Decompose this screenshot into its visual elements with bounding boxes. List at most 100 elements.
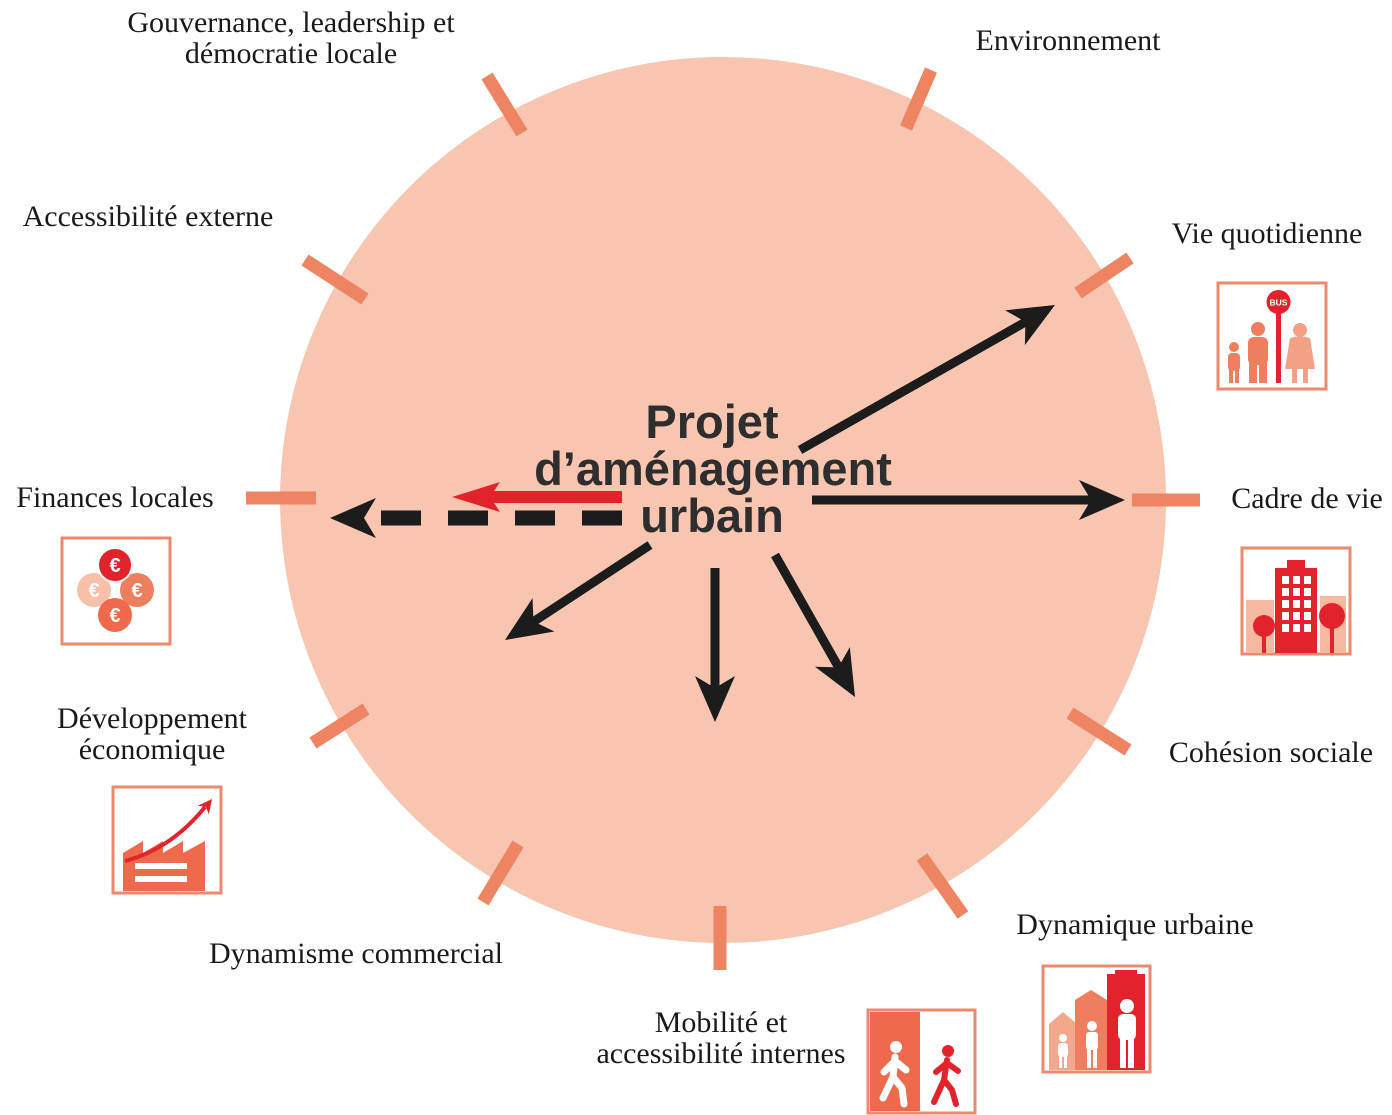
tree-trunk (1262, 634, 1266, 653)
arrow-head (814, 647, 855, 697)
man-head (1251, 322, 1265, 336)
woman-dress (1285, 336, 1315, 369)
window (1282, 600, 1289, 608)
arrow-to-vie-quotidienne (797, 305, 1055, 454)
coin-top (97, 547, 133, 583)
label-gouvernance-line-2: démocratie locale (185, 37, 397, 70)
arrow-head (505, 598, 555, 640)
arrow-to-cadre-de-vie (812, 480, 1125, 520)
label-gouvernance-line-1: Gouvernance, leadership et (127, 6, 455, 39)
arrow-head (1079, 480, 1125, 520)
walker-red (931, 1045, 961, 1107)
label-dynamisme-commercial: Dynamisme commercial (209, 937, 503, 970)
person-body (1118, 1014, 1136, 1040)
tick-accessibilite-externe (301, 254, 369, 305)
euro-symbol: € (131, 580, 142, 602)
walker-leg (879, 1073, 897, 1102)
child-leg (1235, 369, 1239, 383)
center-title-line-1: Projet (645, 395, 779, 448)
tick-developpement-economique (309, 703, 370, 749)
arrow-head (1005, 305, 1055, 346)
person-leg (1120, 1038, 1126, 1068)
tick-cohesion-sociale (1066, 707, 1132, 756)
label-vie-quotidienne: Vie quotidienne (1172, 217, 1363, 250)
arrow-head (695, 676, 735, 722)
person-body (1058, 1043, 1068, 1057)
tower-windows (1282, 576, 1311, 632)
person-leg (1059, 1055, 1062, 1068)
person-medium (1086, 1021, 1098, 1068)
project-circle (280, 57, 1166, 943)
buildings-people-icon (1041, 964, 1152, 1074)
person-leg (1093, 1048, 1097, 1068)
tree-trunk (1330, 626, 1334, 653)
center-title-line-2: d’aménagement (534, 442, 892, 495)
label-finances-locales: Finances locales (16, 481, 213, 514)
tree-crown (1253, 615, 1275, 637)
person-head (1059, 1034, 1067, 1042)
walker-leg (889, 1073, 908, 1108)
factory-growth-icon (111, 785, 223, 895)
tick-environnement (900, 67, 937, 131)
coin-bottom (98, 598, 132, 632)
bus-stop-sign (1266, 290, 1291, 314)
walker-leg (941, 1077, 959, 1107)
person-head (1120, 999, 1134, 1013)
dimension-labels: Gouvernance, leadership et démocratie lo… (16, 6, 1383, 1070)
tree-right (1319, 603, 1345, 653)
window (1304, 624, 1311, 632)
center-title-line-3: urbain (640, 489, 784, 542)
walking-people-icon (866, 1008, 977, 1115)
arrow-down-left (505, 541, 653, 640)
arrow-head (330, 498, 376, 538)
coin-right (120, 573, 154, 607)
label-mobilite-line-1: Mobilité et (655, 1006, 788, 1039)
window (1282, 576, 1289, 584)
arrow-down (695, 568, 735, 722)
label-developpement-economique-line-2: économique (79, 733, 226, 766)
woman-silhouette (1285, 323, 1315, 383)
bus-stop-sign-text: BUS (1270, 298, 1288, 308)
dashed-arrow-to-finances-locales (330, 498, 622, 538)
dimension-ticks (246, 67, 1200, 970)
arrow-shaft (771, 552, 843, 671)
arrow-shaft (530, 541, 653, 626)
building-trees-icon (1240, 546, 1352, 656)
tree-left (1253, 615, 1275, 653)
woman-leg (1303, 367, 1308, 383)
man-silhouette (1248, 322, 1268, 383)
window (1304, 576, 1311, 584)
window (1304, 600, 1311, 608)
euro-symbol: € (109, 605, 120, 627)
euro-symbol: € (88, 580, 99, 602)
window (1304, 588, 1311, 596)
growth-arrow-head (197, 799, 212, 815)
person-leg (1064, 1055, 1067, 1068)
building-tall-top (1115, 970, 1137, 976)
tree-crown (1319, 603, 1345, 629)
tick-gouvernance (481, 72, 528, 137)
coin-left (77, 573, 111, 607)
woman-leg (1292, 367, 1297, 383)
label-cadre-de-vie: Cadre de vie (1231, 482, 1383, 515)
walker-arm (891, 1057, 910, 1074)
child-silhouette (1228, 342, 1240, 383)
tick-dynamisme-commercial (477, 840, 524, 906)
child-leg (1229, 369, 1233, 383)
window (1282, 612, 1289, 620)
red-arrow-to-finances-locales (452, 482, 622, 512)
man-leg (1249, 363, 1257, 383)
arrow-shaft (797, 316, 1032, 454)
child-head (1229, 342, 1239, 352)
man-body (1248, 337, 1268, 365)
person-leg (1087, 1048, 1091, 1068)
walker-head (890, 1041, 902, 1053)
window (1293, 624, 1300, 632)
euro-symbol: € (109, 555, 120, 577)
impact-arrows (330, 305, 1125, 722)
window (1293, 588, 1300, 596)
label-dynamique-urbaine: Dynamique urbaine (1016, 908, 1253, 941)
person-small (1058, 1034, 1068, 1068)
window (1282, 624, 1289, 632)
